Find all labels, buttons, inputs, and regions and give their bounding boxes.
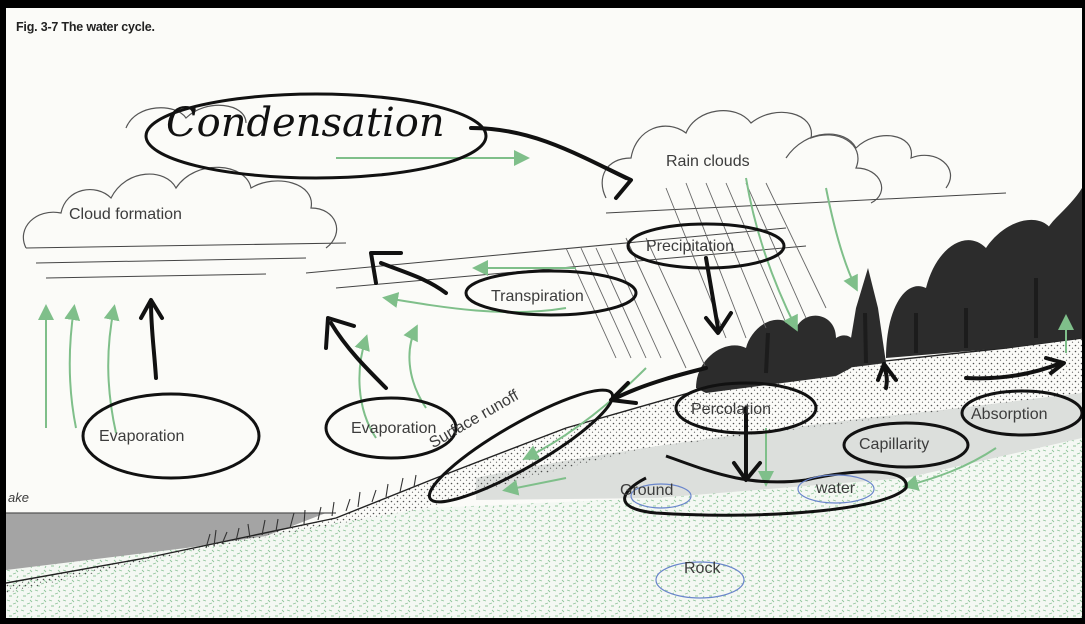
label-rain-clouds: Rain clouds [666, 153, 750, 170]
groundwater-band [476, 393, 1082, 500]
label-ground: Ground [620, 482, 674, 499]
label-percolation: Percolation [691, 401, 772, 418]
label-evaporation-left: Evaporation [99, 428, 185, 445]
label-evaporation-center: Evaporation [351, 420, 437, 437]
label-absorption: Absorption [971, 406, 1048, 423]
label-lake: ake [8, 490, 29, 505]
label-precipitation: Precipitation [646, 238, 735, 255]
handwritten-arrows [139, 126, 1066, 482]
clouds [22, 104, 952, 249]
label-cloud-formation: Cloud formation [69, 206, 182, 223]
handwritten-condensation: Condensation [166, 100, 445, 146]
forest [696, 188, 1082, 393]
lake [6, 512, 336, 570]
rock-layer [6, 438, 1082, 618]
label-water: water [816, 480, 856, 497]
handwritten-circles [81, 92, 1082, 517]
blue-pen-marks [630, 474, 875, 599]
label-rock: Rock [684, 560, 721, 577]
textbook-page: Fig. 3-7 The water cycle. Cloud formatio… [6, 8, 1082, 618]
label-transpiration: Transpiration [491, 288, 584, 305]
grass [205, 474, 417, 549]
label-capillarity: Capillarity [859, 436, 930, 453]
water-cycle-illustration [6, 92, 1082, 618]
figure-caption: Fig. 3-7 The water cycle. [16, 20, 155, 34]
green-flow-arrows [38, 150, 1074, 496]
